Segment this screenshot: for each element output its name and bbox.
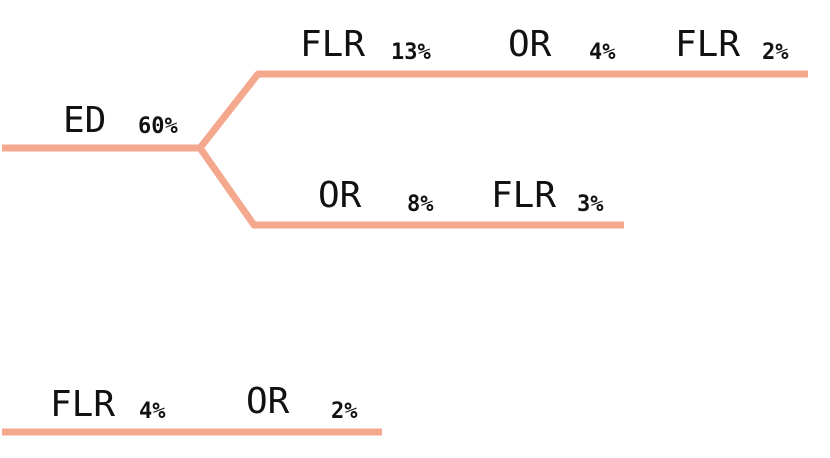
middle-or-label: OR [318,175,362,216]
upper-flr2-percent: 2% [762,40,789,65]
middle-flr-percent: 3% [577,192,604,217]
middle-flr-label: FLR [491,175,557,216]
upper-flr2-label: FLR [675,24,741,65]
upper-flr-label: FLR [300,24,366,65]
upper-branch-line [197,70,628,151]
bottom-or-label: OR [246,381,290,422]
bottom-flr-label: FLR [50,384,116,425]
middle-or-percent: 8% [407,192,434,217]
upper-or-label: OR [508,24,552,65]
bottom-or-percent: 2% [331,399,358,424]
bottom-flr-percent: 4% [139,399,166,424]
upper-flr-percent: 13% [391,40,431,65]
upper-or-percent: 4% [589,40,616,65]
lower-branch-line [197,145,446,229]
ed-label: ED [63,100,107,141]
ed-percent: 60% [138,114,178,139]
